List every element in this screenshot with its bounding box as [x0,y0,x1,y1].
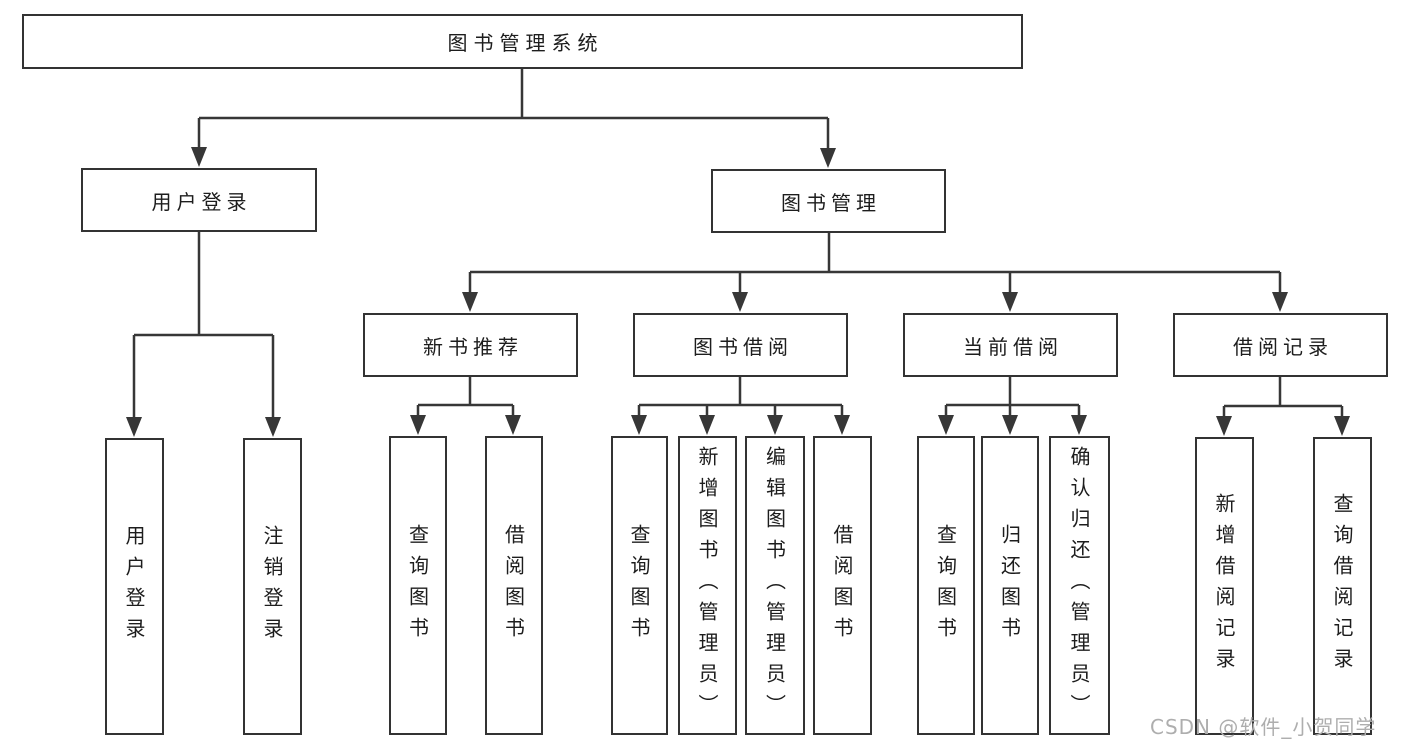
leaf-user-login: 用户登录 [105,438,164,735]
node-user-login: 用户登录 [81,168,317,232]
leaf-edit-books-admin: 编辑图书（管理员） [745,436,805,735]
node-borrowing-records: 借阅记录 [1173,313,1388,377]
arrowhead [126,417,142,437]
arrowhead [699,415,715,435]
csdn-watermark: CSDN @软件_小贺同学 [1150,715,1377,739]
node-system-root: 图书管理系统 [22,14,1023,69]
leaf-query-books-current: 查询图书 [917,436,975,735]
branch-book-borrowing-lines [637,377,844,419]
leaf-borrow-books: 借阅图书 [813,436,872,735]
leaf-query-books-borrow: 查询图书 [611,436,668,735]
arrowhead [834,415,850,435]
arrowhead [1216,416,1232,436]
leaf-confirm-return-admin: 确认归还（管理员） [1049,436,1110,735]
leaf-add-books-admin: 新增图书（管理员） [678,436,737,735]
branch-book-borrowing [631,377,850,435]
node-book-management: 图书管理 [711,169,946,233]
branch-book-management-lines [468,233,1282,295]
branch-new-book-recommend [410,377,521,435]
branch-user-login [126,232,281,437]
leaf-query-borrow-record: 查询借阅记录 [1313,437,1372,735]
node-current-borrowing: 当前借阅 [903,313,1118,377]
leaf-return-books: 归还图书 [981,436,1039,735]
arrowhead [1071,415,1087,435]
arrowhead [631,415,647,435]
branch-borrowing-records-lines [1222,377,1344,420]
leaf-add-borrow-record: 新增借阅记录 [1195,437,1254,735]
branch-current-borrowing-lines [944,377,1081,419]
branch-borrowing-records [1216,377,1350,436]
arrowhead [1334,416,1350,436]
arrowhead [505,415,521,435]
arrowhead [938,415,954,435]
arrowhead [820,148,836,168]
arrowhead [1002,415,1018,435]
node-book-borrowing: 图书借阅 [633,313,848,377]
arrowhead [1272,292,1288,312]
arrowhead [410,415,426,435]
arrowhead [1002,292,1018,312]
arrowhead [462,292,478,312]
branch-root-lines [197,69,830,151]
arrowhead [767,415,783,435]
arrowhead [265,417,281,437]
branch-book-management [462,233,1288,312]
branch-current-borrowing [938,377,1087,435]
leaf-query-books-recommend: 查询图书 [389,436,447,735]
arrowhead [191,147,207,167]
leaf-borrow-books-recommend: 借阅图书 [485,436,543,735]
arrowhead [732,292,748,312]
branch-new-book-recommend-lines [416,377,515,419]
branch-root [191,69,836,168]
branch-user-login-lines [132,232,275,420]
node-new-book-recommend: 新书推荐 [363,313,578,377]
leaf-logout: 注销登录 [243,438,302,735]
